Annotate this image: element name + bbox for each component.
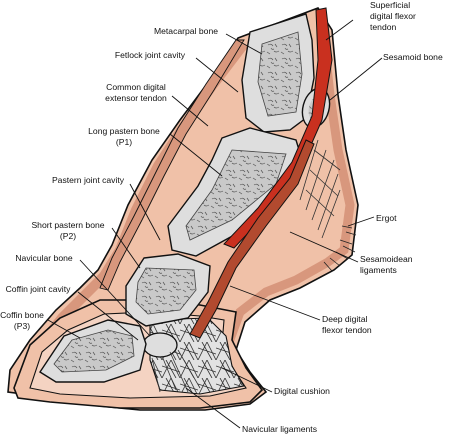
label-line: Coffin bone xyxy=(0,310,44,320)
label-digital-cushion: Digital cushion xyxy=(274,386,330,396)
label-long-pastern: Long pastern bone(P1) xyxy=(88,126,160,147)
label-ergot: Ergot xyxy=(376,213,397,223)
label-pastern-joint: Pastern joint cavity xyxy=(52,175,125,185)
label-line: (P3) xyxy=(14,321,30,331)
label-sesamoid: Sesamoid bone xyxy=(383,52,443,62)
label-line: Navicular bone xyxy=(15,253,73,263)
label-short-pastern: Short pastern bone(P2) xyxy=(31,220,104,241)
label-line: Fetlock joint cavity xyxy=(115,50,186,60)
navicular-ligaments-shape xyxy=(151,349,201,393)
label-line: digital flexor xyxy=(370,11,416,21)
label-line: Long pastern bone xyxy=(88,126,160,136)
label-navicular-bone: Navicular bone xyxy=(15,253,73,263)
label-line: extensor tendon xyxy=(105,93,167,103)
label-line: ligaments xyxy=(360,265,397,275)
superficial-digital-flexor-tendon xyxy=(223,7,333,249)
label-coffin-joint: Coffin joint cavity xyxy=(6,284,72,294)
label-line: Sesamoidean xyxy=(360,254,413,264)
label-line: Navicular ligaments xyxy=(242,424,317,434)
label-fetlock-joint: Fetlock joint cavity xyxy=(115,50,186,60)
label-line: Pastern joint cavity xyxy=(52,175,125,185)
deep-digital-flexor-tendon xyxy=(189,139,315,339)
ergot-hair xyxy=(323,225,357,272)
label-line: Deep digital xyxy=(322,314,367,324)
label-line: tendon xyxy=(370,22,397,32)
long-pastern-medulla xyxy=(185,149,287,241)
label-metacarpal: Metacarpal bone xyxy=(154,26,218,36)
label-line: Superficial xyxy=(370,0,410,10)
label-line: flexor tendon xyxy=(322,325,372,335)
label-line: (P1) xyxy=(116,137,132,147)
label-line: Digital cushion xyxy=(274,386,330,396)
label-line: Metacarpal bone xyxy=(154,26,218,36)
leader-lines xyxy=(47,19,383,429)
label-navicular-ligaments: Navicular ligaments xyxy=(242,424,317,434)
sesamoidean-ligaments xyxy=(299,139,341,239)
label-line: Coffin joint cavity xyxy=(6,284,72,294)
coffin-bone-medulla xyxy=(53,329,135,373)
label-line: Common digital xyxy=(106,82,166,92)
navicular-bone xyxy=(142,332,178,358)
label-line: Ergot xyxy=(376,213,397,223)
metacarpal-medulla xyxy=(257,31,303,117)
label-coffin-bone: Coffin bone(P3) xyxy=(0,310,44,331)
short-pastern-medulla xyxy=(135,267,197,315)
label-line: Short pastern bone xyxy=(31,220,104,230)
label-line: Sesamoid bone xyxy=(383,52,443,62)
label-line: (P2) xyxy=(60,231,76,241)
